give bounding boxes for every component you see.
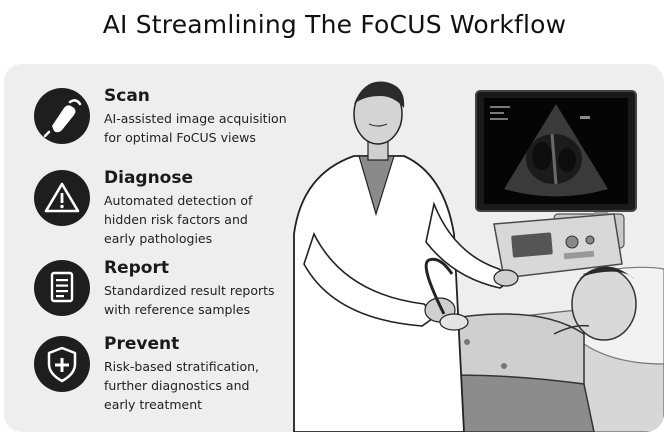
- doctor-figure: [293, 81, 519, 432]
- scan-badge: [34, 88, 90, 144]
- step-title: Report: [104, 258, 169, 278]
- warning-triangle-icon: [44, 182, 80, 213]
- step-title: Scan: [104, 86, 150, 106]
- workflow-card: Scan AI-assisted image acquisition for o…: [4, 64, 664, 432]
- ultrasound-monitor: [475, 90, 637, 212]
- step-title: Diagnose: [104, 168, 194, 188]
- step-description: Standardized result reports with referen…: [104, 283, 275, 317]
- prevent-badge: [34, 336, 90, 392]
- step-description: Risk-based stratification, further diagn…: [104, 359, 260, 412]
- step-description: AI-assisted image acquisition for optima…: [104, 111, 287, 145]
- ultrasound-exam-illustration: [293, 81, 664, 432]
- workflow-steps: Scan AI-assisted image acquisition for o…: [4, 64, 294, 432]
- ultrasound-control-panel: [493, 213, 623, 279]
- report-badge: [34, 260, 90, 316]
- document-icon: [50, 271, 74, 303]
- diagnose-badge: [34, 170, 90, 226]
- shield-plus-icon: [47, 346, 77, 383]
- step-description: Automated detection of hidden risk facto…: [104, 193, 253, 246]
- ultrasound-probe-icon: [43, 99, 82, 138]
- step-title: Prevent: [104, 334, 180, 354]
- page-title: AI Streamlining The FoCUS Workflow: [102, 10, 567, 39]
